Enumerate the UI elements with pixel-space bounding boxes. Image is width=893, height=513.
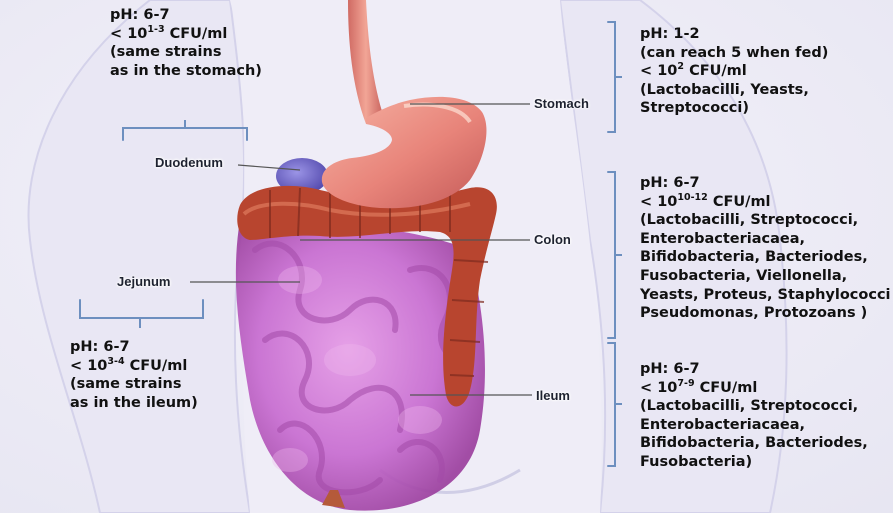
stomach-label: Stomach [534,96,589,111]
duodenum-count: < 101-3 CFU/ml [110,25,262,44]
ileum-info: pH: 6-7 < 107-9 CFU/ml (Lactobacilli, St… [640,360,868,472]
stomach-count: < 102 CFU/ml [640,62,828,81]
ileum-strains-3: Bifidobacteria, Bacteriodes, [640,434,868,453]
colon-strains-6: Pseudomonas, Protozoans ) [640,304,891,323]
ileum-label: Ileum [536,388,570,403]
jejunum-ph: pH: 6-7 [70,338,198,357]
colon-label: Colon [534,232,571,247]
jejunum-count: < 103-4 CFU/ml [70,357,198,376]
jejunum-strains-1: (same strains [70,375,198,394]
jejunum-label: Jejunum [117,274,170,289]
stomach-ph: pH: 1-2 [640,25,828,44]
colon-strains-2: Enterobacteriacaea, [640,230,891,249]
colon-strains-3: Bifidobacteria, Bacteriodes, [640,248,891,267]
duodenum-ph: pH: 6-7 [110,6,262,25]
duodenum-strains-2: as in the stomach) [110,62,262,81]
duodenum-strains-1: (same strains [110,43,262,62]
ileum-count: < 107-9 CFU/ml [640,379,868,398]
ileum-ph: pH: 6-7 [640,360,868,379]
stomach-fed-note: (can reach 5 when fed) [640,44,828,63]
duodenum-label: Duodenum [155,155,223,170]
colon-count: < 1010-12 CFU/ml [640,193,891,212]
ileum-strains-2: Enterobacteriacaea, [640,416,868,435]
stomach-strains-1: (Lactobacilli, Yeasts, [640,81,828,100]
colon-ph: pH: 6-7 [640,174,891,193]
duodenum-info: pH: 6-7 < 101-3 CFU/ml (same strains as … [110,6,262,80]
colon-strains-5: Yeasts, Proteus, Staphylococci [640,286,891,305]
stomach-info: pH: 1-2 (can reach 5 when fed) < 102 CFU… [640,25,828,118]
colon-strains-1: (Lactobacilli, Streptococci, [640,211,891,230]
ileum-strains-4: Fusobacteria) [640,453,868,472]
colon-strains-4: Fusobacteria, Viellonella, [640,267,891,286]
colon-info: pH: 6-7 < 1010-12 CFU/ml (Lactobacilli, … [640,174,891,323]
ileum-strains-1: (Lactobacilli, Streptococci, [640,397,868,416]
jejunum-info: pH: 6-7 < 103-4 CFU/ml (same strains as … [70,338,198,412]
jejunum-strains-2: as in the ileum) [70,394,198,413]
stomach-strains-2: Streptococci) [640,99,828,118]
